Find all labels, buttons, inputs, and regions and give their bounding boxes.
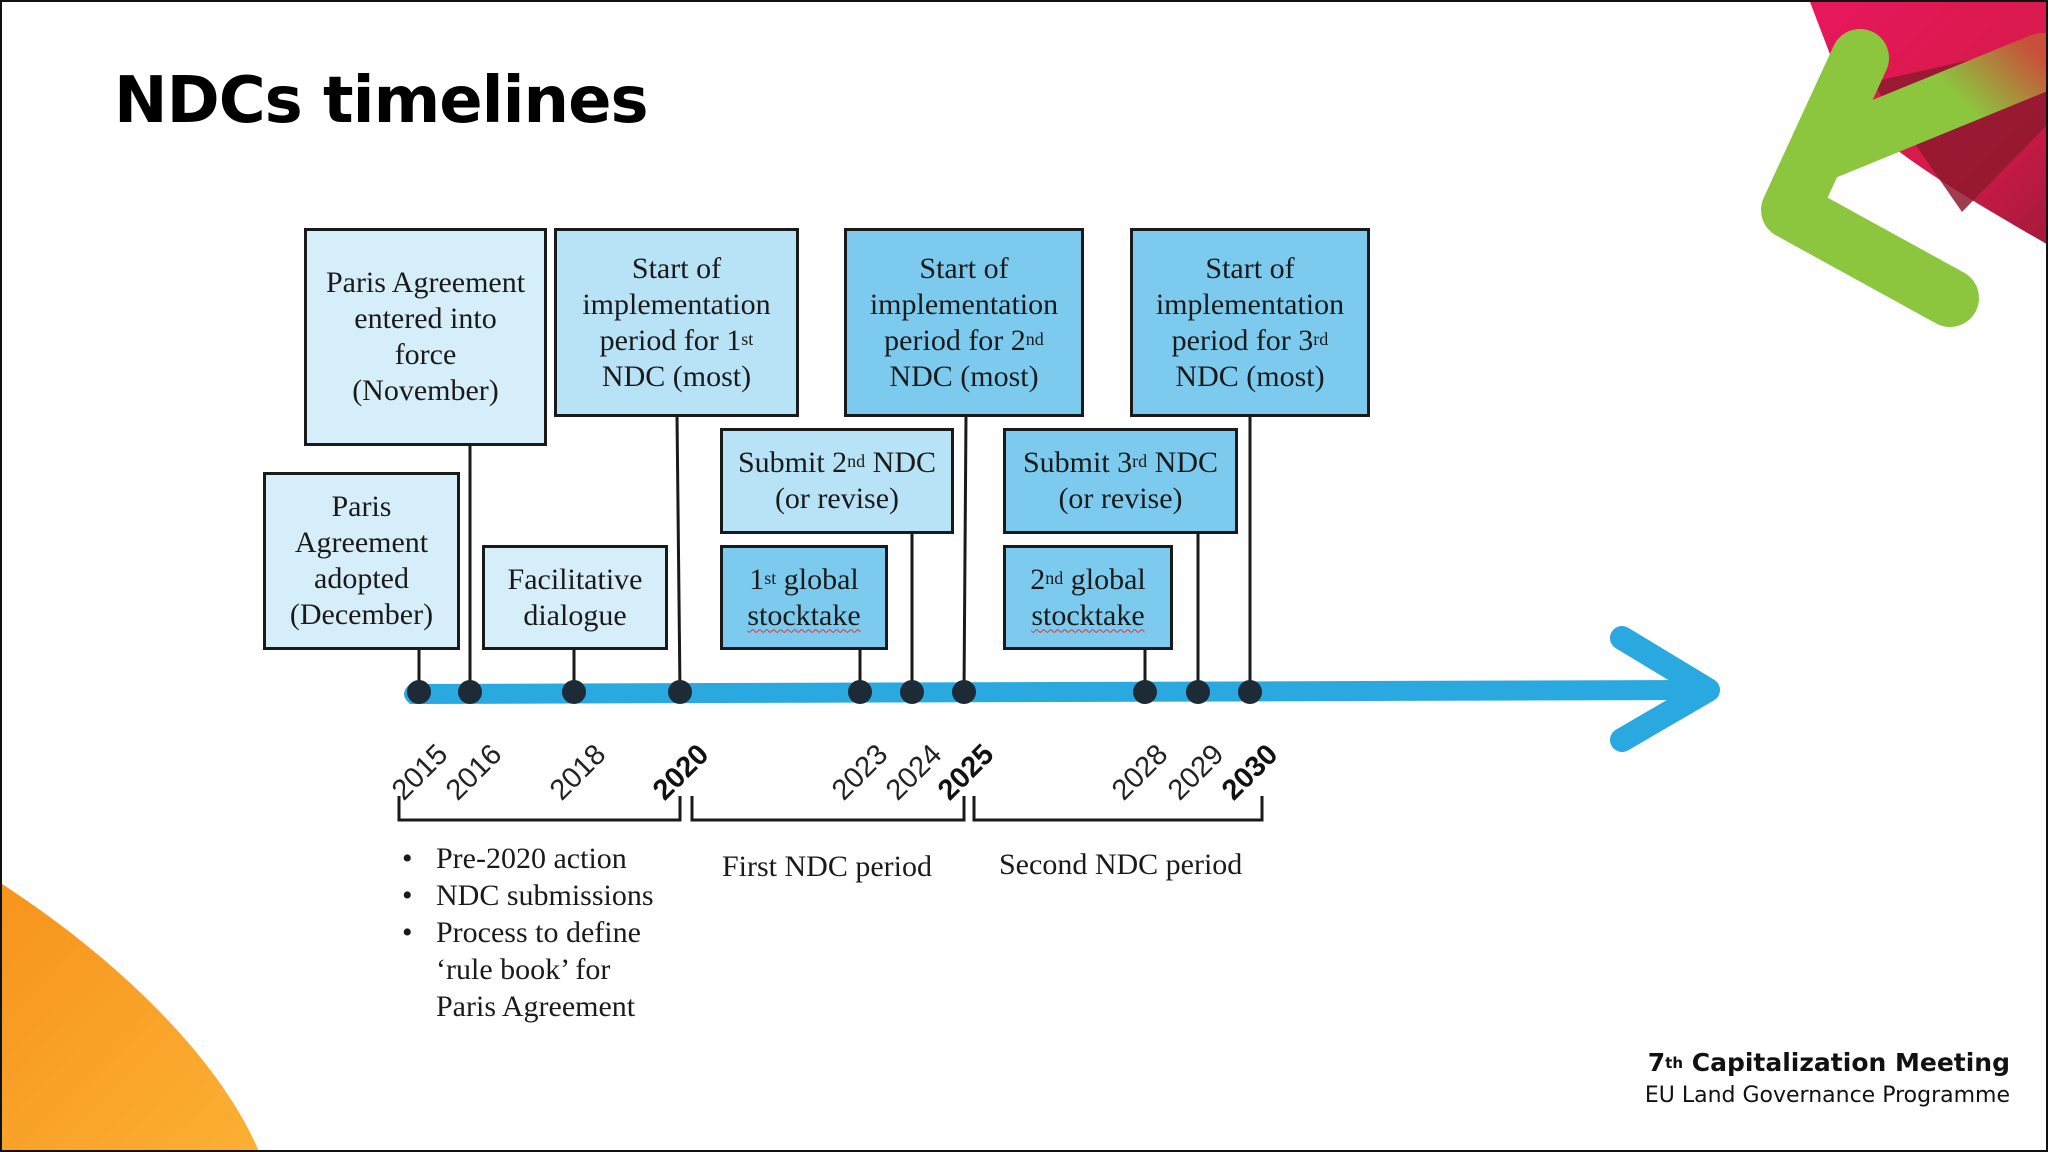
impl-2-text-end: NDC (most) bbox=[889, 359, 1039, 393]
footer-meeting-sup: th bbox=[1665, 1054, 1684, 1072]
dot-2025 bbox=[952, 680, 976, 704]
bracket-pre2020 bbox=[397, 796, 682, 822]
dot-2023 bbox=[848, 680, 872, 704]
timeline-arrowhead bbox=[1610, 626, 1720, 752]
stocktake-1-line2: stocktake bbox=[747, 598, 861, 632]
impl-1-text: Start of implementation period for 1 bbox=[582, 251, 771, 357]
list-item: Process to define ‘rule book’ for Paris … bbox=[400, 914, 654, 1025]
submit-3-text: Submit 3 bbox=[1022, 446, 1133, 479]
box-implementation-2nd-ndc: Start of implementation period for 2nd N… bbox=[844, 228, 1084, 417]
impl-2-sup: nd bbox=[1025, 328, 1044, 349]
bracket-first-period bbox=[690, 796, 966, 822]
submit-2-text: Submit 2 bbox=[737, 446, 848, 479]
submit-3-sup: rd bbox=[1132, 451, 1148, 471]
box-implementation-1st-ndc: Start of implementation period for 1st N… bbox=[554, 228, 799, 417]
footer-meeting-text: Capitalization Meeting bbox=[1683, 1048, 2010, 1077]
box-facilitative-dialogue: Facilitative dialogue bbox=[482, 545, 668, 650]
stocktake-2-text: 2 bbox=[1030, 562, 1046, 596]
orange-corner-shape bbox=[2, 884, 259, 1150]
list-item: Pre-2020 action bbox=[400, 840, 654, 877]
slide-title: NDCs timelines bbox=[114, 64, 649, 138]
impl-1-text-end: NDC (most) bbox=[601, 359, 752, 393]
impl-3-sup: rd bbox=[1313, 328, 1329, 349]
impl-2-text: Start of implementation period for 2 bbox=[869, 251, 1059, 357]
green-arrow-icon bbox=[1761, 29, 2046, 327]
connector-2025 bbox=[962, 414, 968, 693]
stocktake-2-sup: nd bbox=[1045, 567, 1064, 588]
dot-2016 bbox=[458, 680, 482, 704]
second-ndc-period-label: Second NDC period bbox=[999, 848, 1243, 881]
bracket-second-period bbox=[972, 796, 1264, 822]
stocktake-1-text: 1 bbox=[749, 562, 765, 596]
dot-2024 bbox=[900, 680, 924, 704]
dot-2018 bbox=[562, 680, 586, 704]
box-submit-3rd-ndc: Submit 3rd NDC (or revise) bbox=[1003, 428, 1238, 534]
timeline-bar bbox=[404, 680, 1692, 704]
submit-2-text-end: NDC (or revise) bbox=[774, 446, 937, 515]
timeline-arrow bbox=[404, 626, 1720, 752]
first-ndc-period-label: First NDC period bbox=[722, 850, 932, 883]
timeline-dots bbox=[407, 680, 1262, 704]
box-paris-entered-label: Paris Agreement entered into force (Nove… bbox=[325, 266, 526, 407]
footer-meeting-title: 7th Capitalization Meeting bbox=[1645, 1046, 2010, 1080]
connector-2020 bbox=[675, 414, 682, 693]
box-facilitative-label: Facilitative dialogue bbox=[507, 562, 643, 632]
dot-2030 bbox=[1238, 680, 1262, 704]
stocktake-2-text-mid: global bbox=[1063, 562, 1146, 596]
pre2020-bullet-list: Pre-2020 action NDC submissions Process … bbox=[400, 840, 654, 1025]
stocktake-2-line2: stocktake bbox=[1031, 598, 1145, 632]
box-implementation-3rd-ndc: Start of implementation period for 3rd N… bbox=[1130, 228, 1370, 417]
stocktake-1-sup: st bbox=[764, 567, 777, 588]
box-paris-adopted-label: Paris Agreement adopted (December) bbox=[289, 490, 434, 631]
box-submit-2nd-ndc: Submit 2nd NDC (or revise) bbox=[720, 428, 954, 534]
box-paris-entered-into-force: Paris Agreement entered into force (Nove… bbox=[304, 228, 547, 446]
footer-meeting-number: 7 bbox=[1647, 1048, 1666, 1077]
period-brackets bbox=[397, 796, 1264, 822]
impl-3-text-end: NDC (most) bbox=[1175, 359, 1325, 393]
impl-1-sup: st bbox=[741, 328, 754, 349]
dot-2015 bbox=[407, 680, 431, 704]
stocktake-1-text-mid: global bbox=[776, 562, 859, 596]
list-item: NDC submissions bbox=[400, 877, 654, 914]
footer-programme: EU Land Governance Programme bbox=[1644, 1083, 2010, 1108]
impl-3-text: Start of implementation period for 3 bbox=[1155, 251, 1345, 357]
submit-3-text-end: NDC (or revise) bbox=[1058, 446, 1219, 515]
dot-2029 bbox=[1186, 680, 1210, 704]
dot-2028 bbox=[1133, 680, 1157, 704]
submit-2-sup: nd bbox=[847, 451, 866, 471]
box-paris-adopted: Paris Agreement adopted (December) bbox=[263, 472, 460, 650]
footer: 7th Capitalization Meeting EU Land Gover… bbox=[1645, 1046, 2010, 1112]
dot-2020 bbox=[668, 680, 692, 704]
